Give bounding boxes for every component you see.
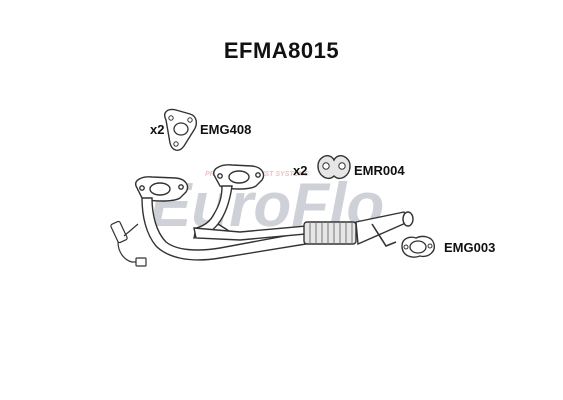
part-quantity-emg408: x2 [150, 122, 165, 137]
part-code-emr004: EMR004 [354, 163, 405, 178]
oval-gasket-icon [401, 235, 435, 258]
front-pipe-assembly [135, 164, 414, 261]
left-downpipe [141, 197, 307, 261]
rubber-hanger-icon [317, 155, 351, 180]
flexible-joint [303, 221, 357, 245]
lambda-sensor-icon [110, 220, 147, 267]
hanger-bracket [371, 223, 397, 247]
part-code-emg003: EMG003 [444, 240, 496, 255]
triangular-gasket-icon [164, 108, 198, 151]
part-number-title: EFMA8015 [223, 38, 340, 63]
part-code-emg408: EMG408 [200, 122, 252, 137]
part-quantity-emr004: x2 [293, 163, 308, 178]
